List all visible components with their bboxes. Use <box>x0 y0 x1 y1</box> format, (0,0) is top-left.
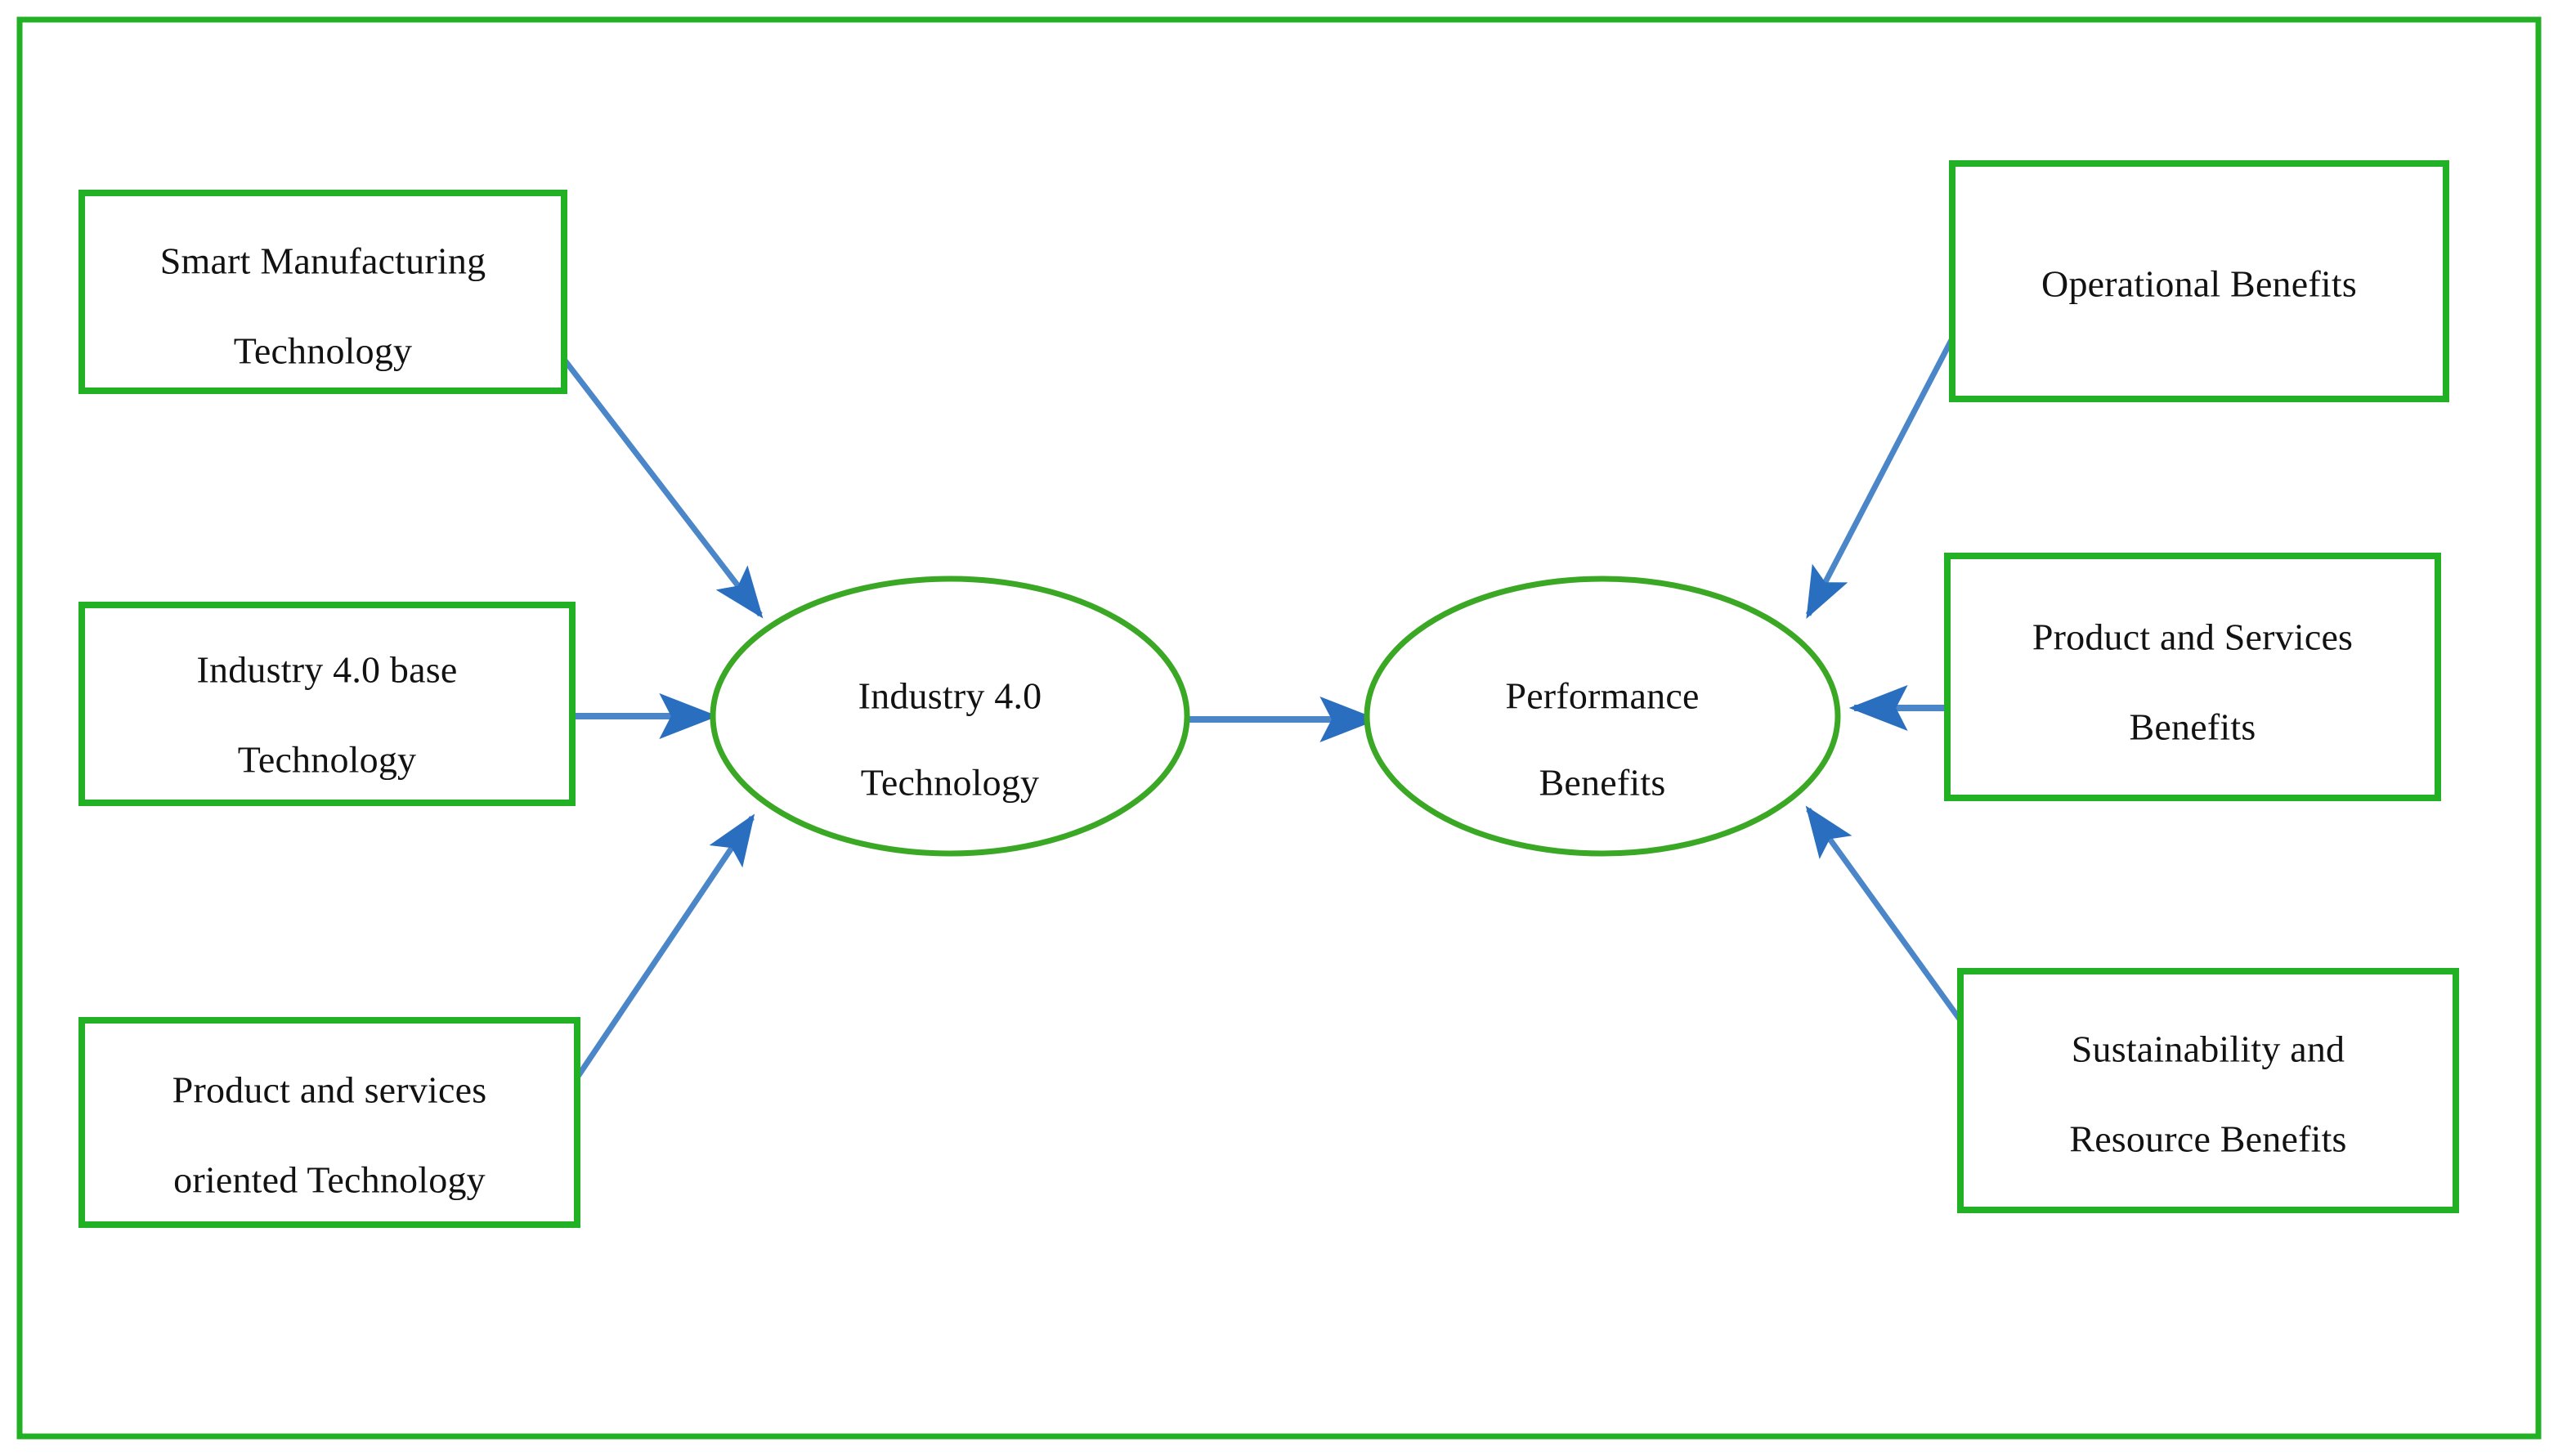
node-label-line2: Resource Benefits <box>2069 1118 2346 1160</box>
node-label-line1: Sustainability and <box>2072 1028 2345 1070</box>
node-label-line2: oriented Technology <box>173 1159 486 1201</box>
node-label-line2: Technology <box>861 762 1040 804</box>
node-label-line2: Technology <box>238 739 417 781</box>
edge-smart-manufacturing-to-industry40 <box>552 344 764 619</box>
node-label-line2: Benefits <box>2130 706 2256 748</box>
edge-operational-to-performance <box>1805 337 1955 619</box>
node-box[interactable] <box>78 190 567 394</box>
node-box[interactable] <box>78 602 576 806</box>
node-label-line1: Performance <box>1505 675 1699 717</box>
node-ellipse[interactable] <box>1364 576 1841 857</box>
node-label-line1: Product and services <box>172 1069 487 1111</box>
node-label-line1: Smart Manufacturing <box>160 240 486 282</box>
edge-product-services-oriented-to-industry40 <box>575 813 755 1079</box>
left-box-industry-40-base-technology[interactable]: Industry 4.0 base Technology <box>78 602 576 806</box>
right-box-product-and-services-benefits[interactable]: Product and Services Benefits <box>1944 553 2441 801</box>
node-label-line2: Benefits <box>1539 762 1666 804</box>
node-ellipse[interactable] <box>710 576 1190 857</box>
node-label-line1: Industry 4.0 base <box>197 649 458 691</box>
node-label-line1: Operational Benefits <box>2041 263 2357 305</box>
connector-layer <box>552 337 1963 1079</box>
left-box-product-and-services-oriented-technology[interactable]: Product and services oriented Technology <box>78 1017 580 1228</box>
ellipse-performance-benefits[interactable]: Performance Benefits <box>1364 576 1841 857</box>
right-box-operational-benefits[interactable]: Operational Benefits <box>1949 160 2449 402</box>
node-box[interactable] <box>1957 968 2459 1213</box>
node-box[interactable] <box>78 1017 580 1228</box>
left-box-smart-manufacturing-technology[interactable]: Smart Manufacturing Technology <box>78 190 567 394</box>
node-label-line1: Product and Services <box>2032 616 2353 658</box>
node-box[interactable] <box>1944 553 2441 801</box>
node-label-line1: Industry 4.0 <box>858 675 1042 717</box>
edge-sustainability-to-performance <box>1805 805 1963 1023</box>
node-box[interactable] <box>1949 160 2449 402</box>
right-box-sustainability-and-resource-benefits[interactable]: Sustainability and Resource Benefits <box>1957 968 2459 1213</box>
ellipse-industry-40-technology[interactable]: Industry 4.0 Technology <box>710 576 1190 857</box>
node-label-line2: Technology <box>234 330 413 372</box>
